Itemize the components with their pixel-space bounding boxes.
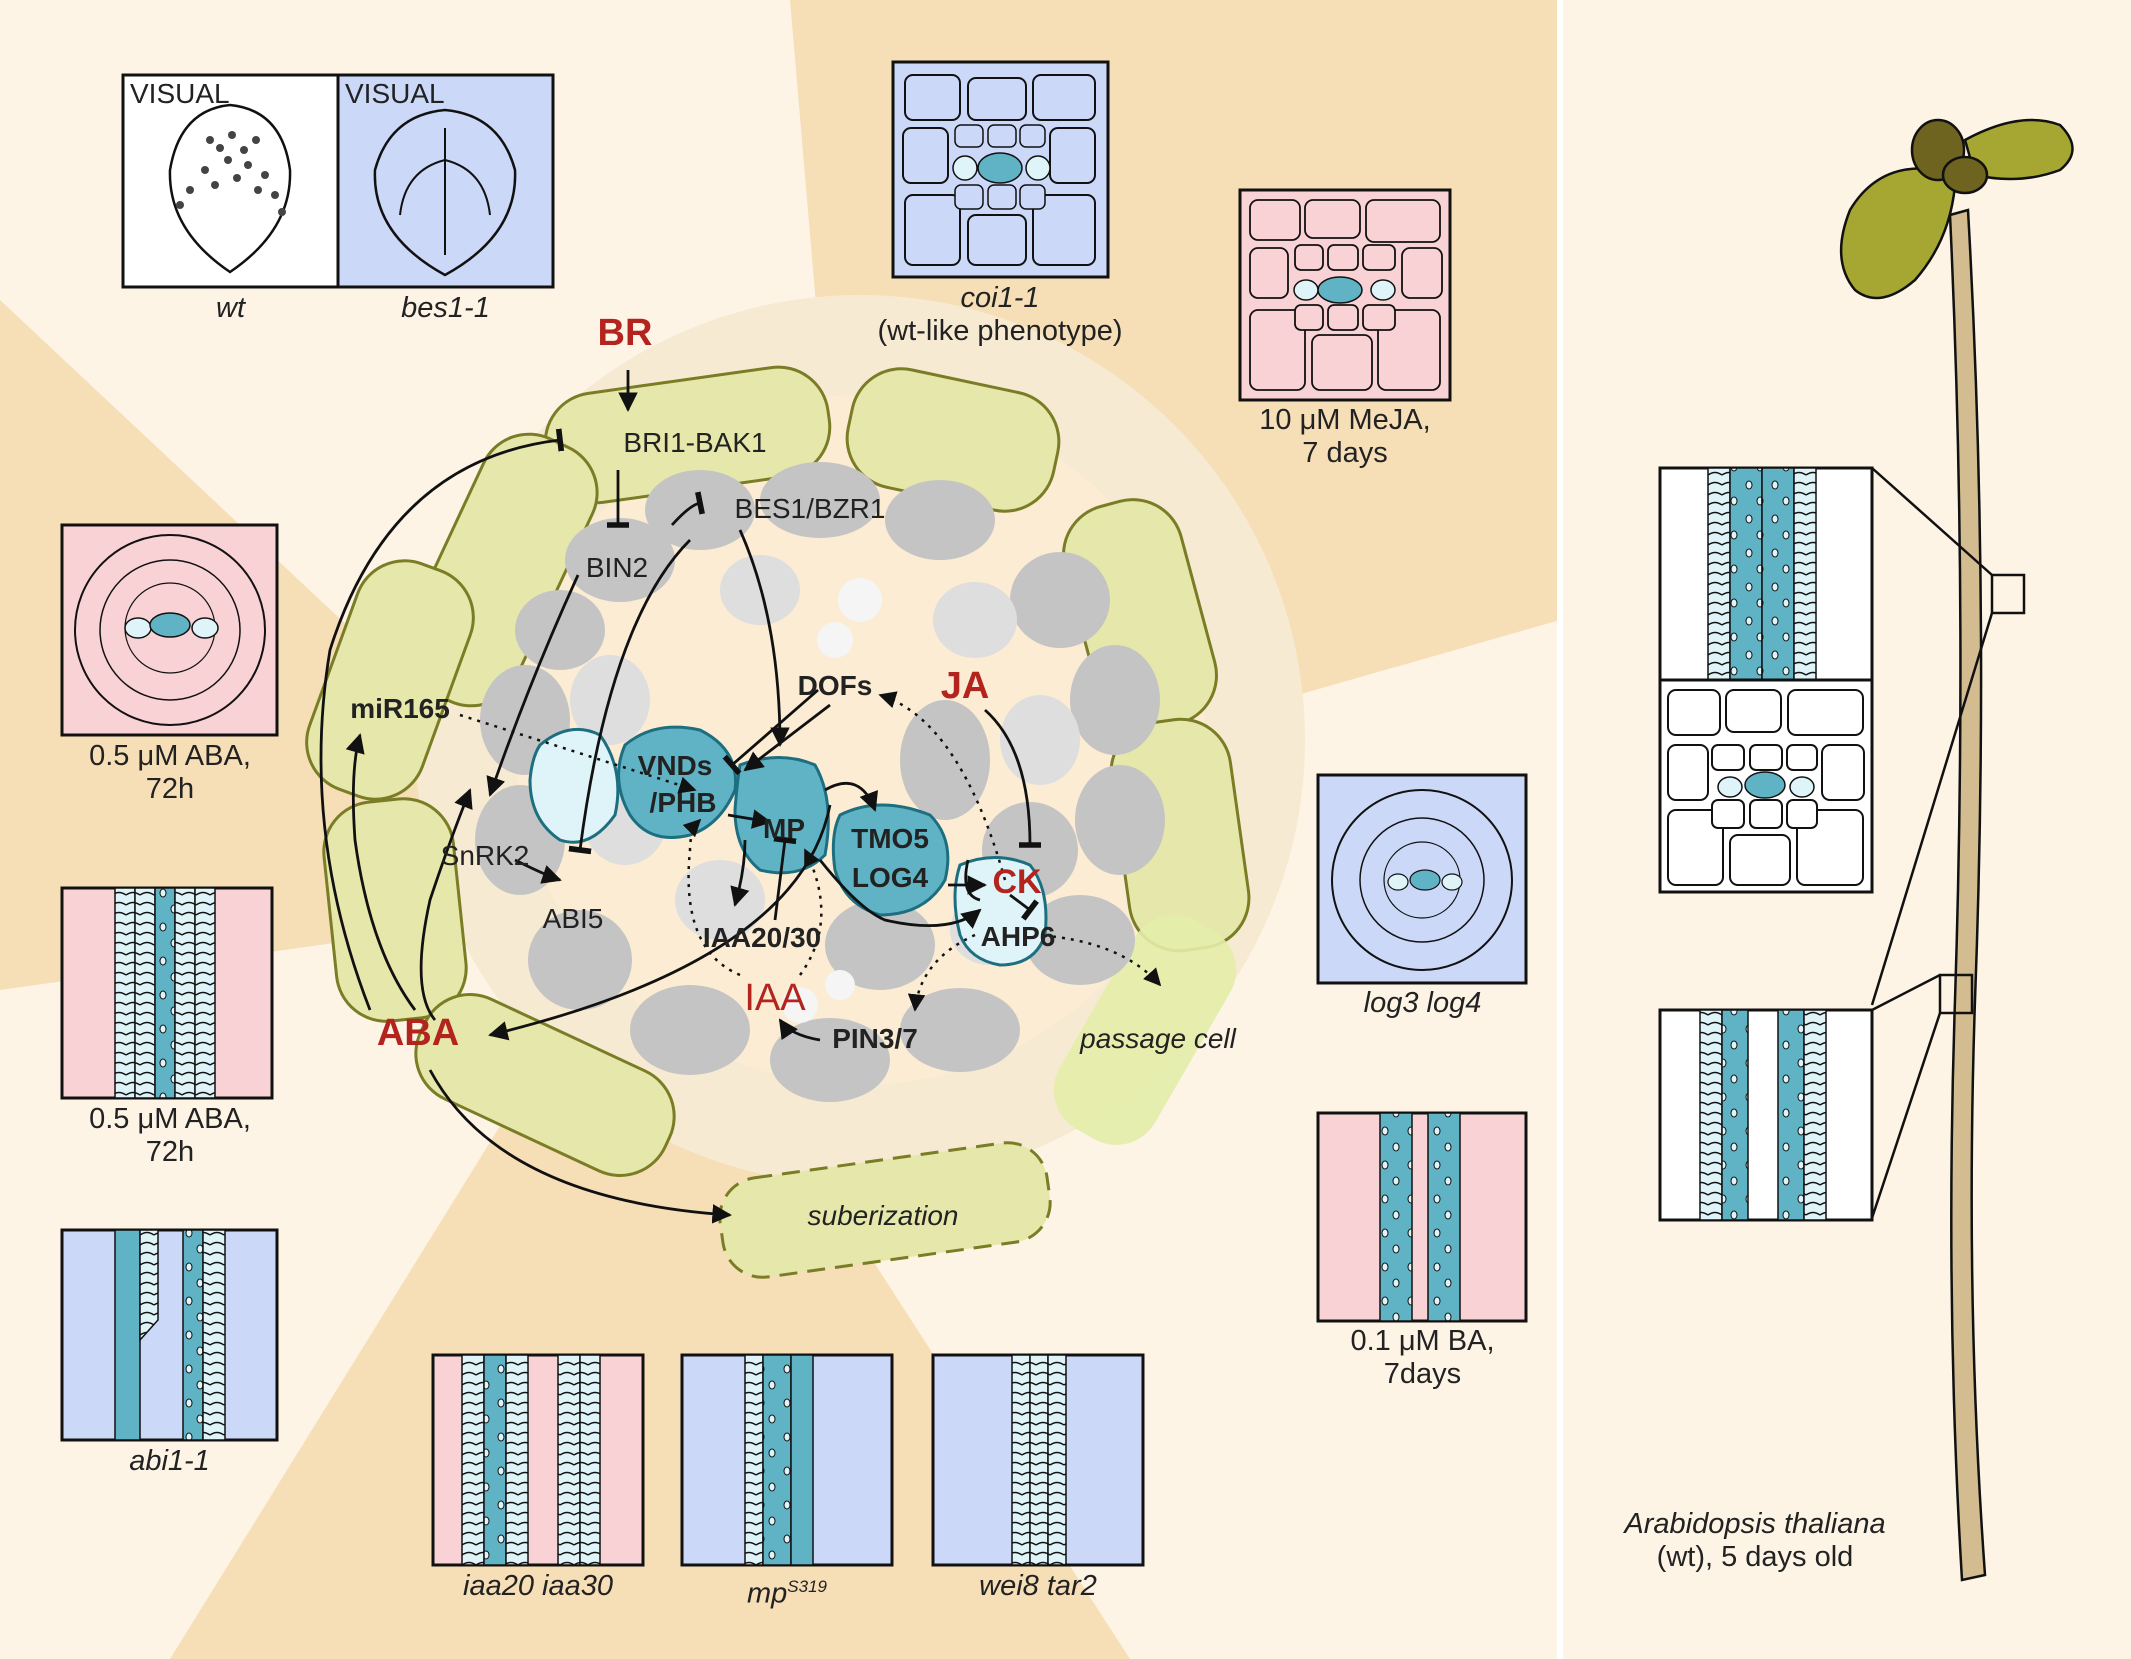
ck-label: CK [992, 863, 1042, 901]
caption-species: Arabidopsis thaliana(wt), 5 days old [1624, 1508, 1886, 1573]
cotyledon-left [1839, 167, 1957, 300]
zoom-box-upper [1990, 573, 2026, 615]
seedling-illustration [1839, 118, 2074, 1582]
visual-label: VISUAL [130, 78, 230, 109]
endodermis-cell [1075, 765, 1165, 875]
dofs-label: DOFs [798, 670, 873, 701]
phloem-cell [825, 970, 855, 1000]
phloem-cell [817, 622, 853, 658]
metaxylem-cell-vnds [617, 725, 738, 839]
endodermis-cell [528, 910, 632, 1010]
pin3-7-label: PIN3/7 [832, 1023, 918, 1054]
passage-cell-label: passage cell [1079, 1023, 1236, 1054]
abi5-label: ABI5 [543, 903, 604, 934]
ahp6-label: AHP6 [981, 921, 1056, 952]
zoom-panel-section [1658, 678, 1874, 894]
endodermis-cell [1070, 645, 1160, 755]
endodermis-cell [885, 480, 995, 560]
caption-wei8-tar2: wei8 tar2 [979, 1570, 1097, 1602]
panel-leaf-wt: VISUAL [121, 73, 340, 289]
panel-iaa20-iaa30 [431, 1353, 645, 1567]
iaa-label: IAA [744, 977, 806, 1019]
bri1-bak1-label: BRI1-BAK1 [623, 427, 766, 458]
endodermis-cell [515, 590, 605, 670]
aba-label: ABA [377, 1012, 459, 1054]
visual-label: VISUAL [345, 78, 445, 109]
endodermis-cell [760, 462, 880, 538]
caption-bes1: bes1-1 [401, 292, 490, 324]
log4-label: LOG4 [852, 862, 929, 893]
panel-ba [1316, 1111, 1528, 1323]
leaf-outline [373, 108, 517, 277]
caption-wt: wt [216, 292, 245, 324]
ja-label: JA [941, 665, 990, 707]
panel-abi1 [60, 1228, 279, 1442]
passage-cell-shape [1053, 915, 1237, 1145]
pericycle-cell [675, 860, 765, 940]
iaa20-30-label: IAA20/30 [703, 922, 821, 953]
caption-iaa20-iaa30: iaa20 iaa30 [463, 1570, 613, 1602]
leaf-veins [399, 128, 491, 255]
endodermis-cell [565, 518, 675, 602]
panel-wei8-tar2 [931, 1353, 1145, 1567]
panel-log3-log4 [1316, 773, 1528, 985]
phb-label: /PHB [650, 787, 717, 818]
pericycle-cell [900, 700, 990, 820]
endodermis-cell [630, 985, 750, 1075]
cortex-cell [322, 797, 468, 1023]
snrk2-label: SnRK2 [441, 840, 530, 871]
root-cross-section: BR BRI1-BAK1 BES1/BZR1 BIN2 miR165 SnRK2… [305, 295, 1305, 1279]
caption-abi1: abi1-1 [129, 1445, 210, 1477]
br-label: BR [598, 312, 653, 354]
cortex-cell [414, 993, 676, 1177]
pericycle-cell [1000, 695, 1080, 785]
bin2-label: BIN2 [586, 552, 648, 583]
bes1-bzr1-label: BES1/BZR1 [735, 493, 886, 524]
pericycle-cell [933, 582, 1017, 658]
mir165-label: miR165 [350, 693, 450, 724]
pericycle-cell [825, 900, 935, 990]
panel-aba-longitudinal [60, 886, 274, 1100]
metaxylem-cell-tmo5 [831, 803, 950, 917]
mp-label: MP [763, 813, 805, 844]
hypocotyl [1948, 208, 1987, 1582]
protoxylem-cell-left [528, 727, 620, 844]
caption-meja: 10 μM MeJA,7 days [1259, 404, 1431, 469]
vnds-label: VNDs [638, 750, 713, 781]
endodermis-cell [770, 1018, 890, 1102]
zoom-panel-upper [1658, 466, 1874, 682]
leaf-outline [168, 103, 292, 274]
caption-aba-longitudinal: 0.5 μM ABA,72h [89, 1103, 251, 1168]
caption-coi1: coi1-1(wt-like phenotype) [877, 282, 1123, 347]
endodermis-cell [900, 988, 1020, 1072]
cotyledon-right [1963, 118, 2074, 181]
suberized-cell [718, 1141, 1052, 1279]
panel-coi1 [891, 60, 1110, 279]
caption-aba-section: 0.5 μM ABA,72h [89, 740, 251, 805]
tmo5-label: TMO5 [851, 823, 929, 854]
phloem-cell [838, 578, 882, 622]
caption-log3-log4: log3 log4 [1363, 987, 1482, 1019]
zoom-box-lower [1938, 973, 1974, 1015]
caption-mp: mpS319 [747, 1577, 827, 1610]
panel-meja [1238, 188, 1452, 402]
panel-leaf-bes1: VISUAL [336, 73, 555, 289]
suberization-label: suberization [808, 1200, 959, 1231]
phloem-cell [782, 987, 818, 1023]
zoom-panel-lower [1658, 1008, 1874, 1222]
shoot-apex [1941, 155, 1989, 195]
panel-mp [680, 1353, 894, 1567]
endodermis-cell [1010, 552, 1110, 648]
panel-aba-section [60, 523, 279, 737]
caption-ba: 0.1 μM BA,7days [1350, 1325, 1495, 1390]
